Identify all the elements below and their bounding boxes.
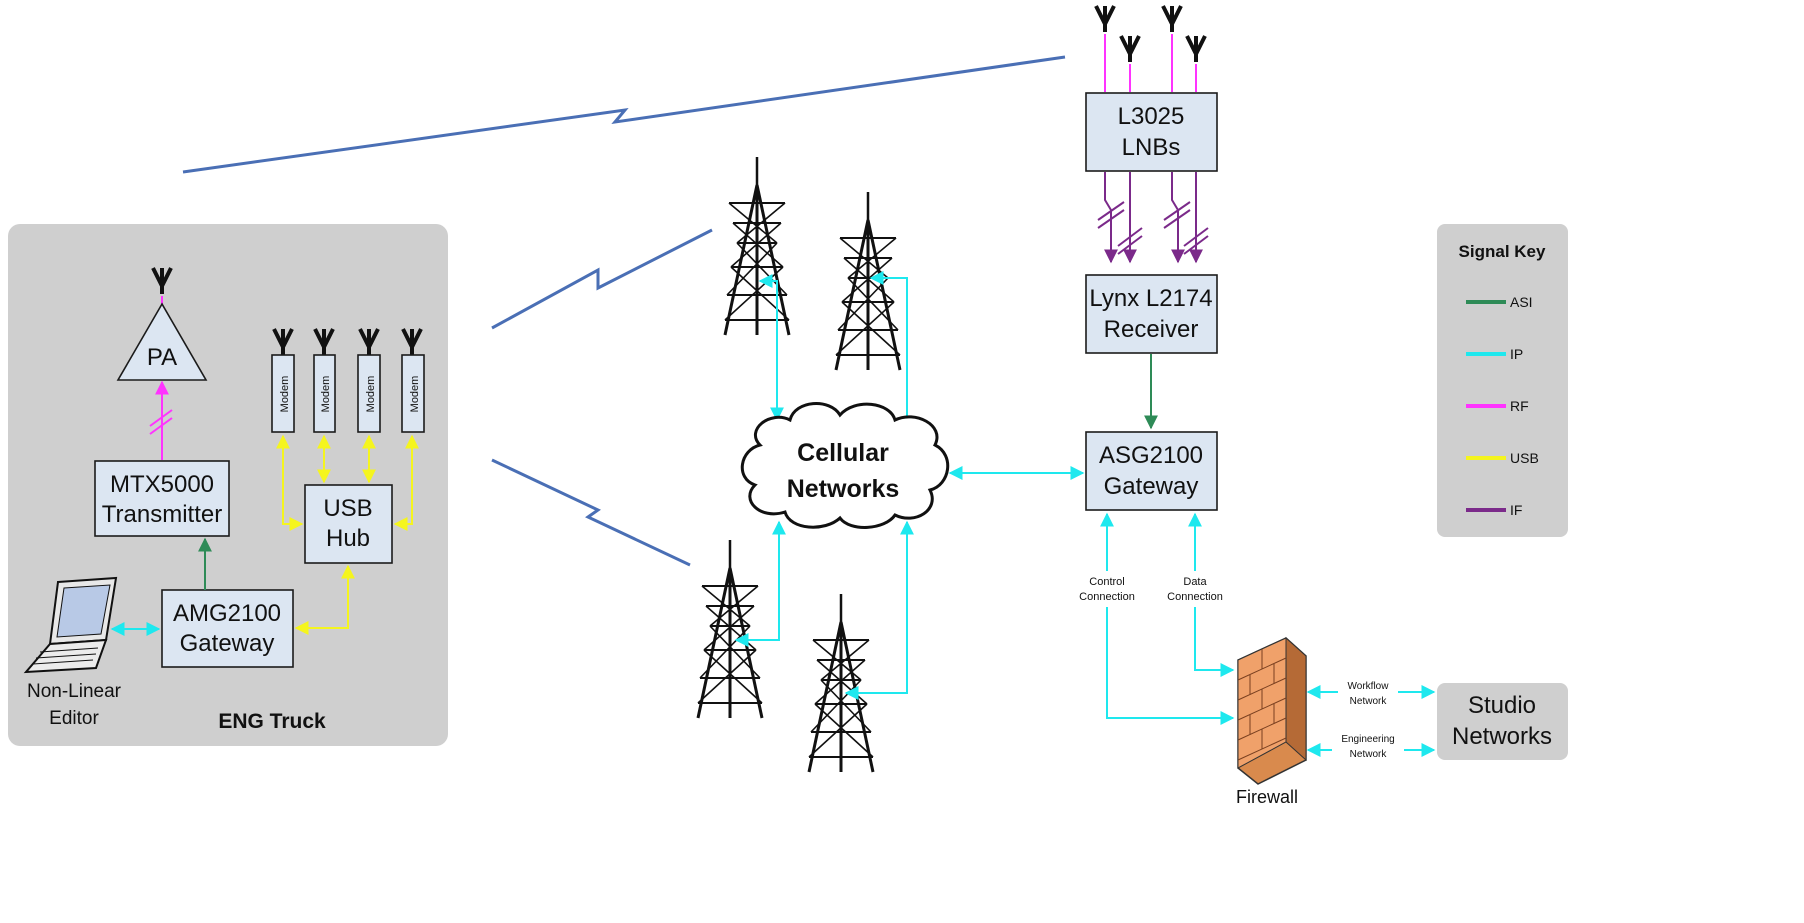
l3025-lnbs: [1085, 92, 1218, 172]
satellite-uplink: [182, 55, 1066, 174]
lnbs-line2: LNBs: [1122, 134, 1181, 161]
cloud-line1: Cellular: [797, 439, 889, 467]
receiver-line1: Lynx L2174: [1089, 285, 1212, 312]
studio-networks: [1437, 683, 1568, 760]
studio-line1: Studio: [1468, 692, 1536, 719]
key-label-rf: RF: [1510, 398, 1529, 414]
mtx5000-transmitter: [94, 460, 230, 537]
receiver-line2: Receiver: [1104, 316, 1199, 343]
key-label-ip: IP: [1510, 346, 1523, 362]
mtx5000-line1: MTX5000: [110, 471, 214, 498]
studio-line2: Networks: [1452, 723, 1552, 750]
cell-tower-icon-2: [834, 190, 902, 372]
asg-line1: ASG2100: [1099, 442, 1203, 469]
laptop-icon: [23, 576, 118, 674]
usb-hub-line2: Hub: [326, 525, 370, 552]
cell-tower-icon-3: [696, 538, 764, 720]
signal-key: Signal Key ASI IP RF USB IF: [1437, 224, 1568, 537]
cloud-line2: Networks: [787, 475, 900, 503]
editor-line2: Editor: [49, 708, 99, 729]
usb-hub-line1: USB: [323, 495, 372, 522]
data-connection-line2: Connection: [1167, 591, 1223, 603]
key-label-if: IF: [1510, 502, 1522, 518]
cellular-link-lower: [491, 458, 691, 567]
tower-ip-links: [734, 271, 1085, 700]
asg2100-gateway: [1085, 431, 1218, 511]
data-connection-line1: Data: [1183, 576, 1207, 588]
engineering-network-line1: Engineering: [1341, 734, 1394, 745]
mtx5000-line2: Transmitter: [102, 501, 222, 528]
editor-line1: Non-Linear: [27, 681, 122, 702]
control-connection-line1: Control: [1089, 576, 1124, 588]
usb-hub: [304, 484, 393, 564]
receive-antennas: [1094, 4, 1207, 92]
amg2100-line1: AMG2100: [173, 600, 281, 627]
firewall-icon: [1237, 636, 1307, 785]
modem-3-label: Modem: [365, 376, 377, 413]
eng-truck-title: ENG Truck: [218, 710, 326, 733]
amg2100-line2: Gateway: [180, 630, 275, 657]
usb-connections: [276, 434, 419, 635]
workflow-network-line2: Network: [1350, 696, 1388, 707]
firewall-label: Firewall: [1236, 787, 1298, 807]
cell-tower-icon-1: [723, 155, 791, 337]
workflow-network-line1: Workflow: [1348, 681, 1390, 692]
cellular-networks-cloud: [740, 402, 950, 529]
lynx-l2174-receiver: [1085, 274, 1218, 354]
pa-label: PA: [147, 344, 177, 371]
cellular-link-upper: [491, 228, 713, 330]
lnbs-line1: L3025: [1118, 103, 1185, 130]
signal-key-title: Signal Key: [1459, 242, 1546, 261]
if-connections: [1097, 172, 1209, 264]
modem-group: Modem Modem Modem Modem: [271, 327, 425, 433]
pa-amplifier: [116, 302, 208, 381]
asg-line2: Gateway: [1104, 473, 1199, 500]
modem-4-label: Modem: [409, 376, 421, 413]
modem-2-label: Modem: [320, 376, 332, 413]
amg2100-gateway: [161, 589, 294, 668]
control-connection-line2: Connection: [1079, 591, 1135, 603]
engineering-network-line2: Network: [1350, 749, 1388, 760]
modem-1-label: Modem: [279, 376, 291, 413]
cell-tower-icon-4: [807, 592, 875, 774]
key-label-usb: USB: [1510, 450, 1539, 466]
key-label-asi: ASI: [1510, 294, 1533, 310]
